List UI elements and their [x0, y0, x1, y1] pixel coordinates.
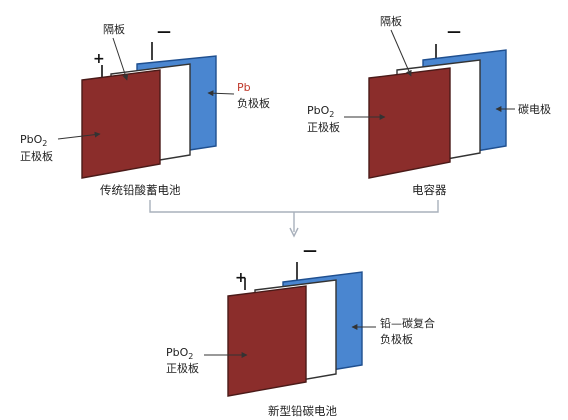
new-lead-carbon-battery: — + PbO2 正极板 铅—碳复合 负极板 新型铅碳电池	[166, 243, 435, 418]
combination-connector	[149, 200, 439, 238]
separator-label: 隔板	[103, 22, 125, 36]
new-pbo2-label: PbO2	[166, 346, 193, 361]
pbo2-pointer	[57, 131, 101, 140]
carbon-electrode-label: 碳电极	[518, 102, 551, 116]
new-minus-sign: —	[303, 243, 317, 259]
capacitor-separator-pointer	[390, 29, 412, 77]
minus-sign: —	[157, 24, 171, 40]
pb-pointer	[207, 90, 235, 97]
lead-acid-battery: — + 隔板 Pb 负极板 PbO2 正极板 传统铅酸蓄电池	[20, 22, 270, 197]
new-plus-sign: +	[235, 270, 247, 286]
pbo2-label: PbO2	[20, 133, 47, 148]
capacitor-pbo2-label: PbO2	[307, 104, 334, 119]
capacitor-minus-sign: —	[447, 24, 461, 40]
pb-label: Pb	[237, 81, 251, 94]
lead-carbon-negative-label: 负极板	[380, 332, 413, 346]
capacitor-positive-plate	[368, 67, 451, 179]
positive-plate-pbo2	[81, 69, 161, 179]
new-battery-caption: 新型铅碳电池	[268, 404, 337, 418]
plus-sign: +	[93, 51, 105, 67]
capacitor-positive-label: 正极板	[307, 120, 340, 134]
separator-pointer	[112, 37, 129, 81]
lead-acid-caption: 传统铅酸蓄电池	[100, 183, 181, 197]
capacitor-separator-label: 隔板	[380, 14, 402, 28]
positive-plate-label: 正极板	[20, 149, 53, 163]
new-positive-plate	[227, 285, 307, 397]
new-positive-plate-label: 正极板	[166, 361, 199, 375]
lead-carbon-label: 铅—碳复合	[380, 316, 435, 330]
negative-plate-label: 负极板	[237, 96, 270, 110]
capacitor: — 隔板 PbO2 正极板 碳电极 电容器	[307, 14, 551, 197]
capacitor-caption: 电容器	[412, 183, 447, 197]
